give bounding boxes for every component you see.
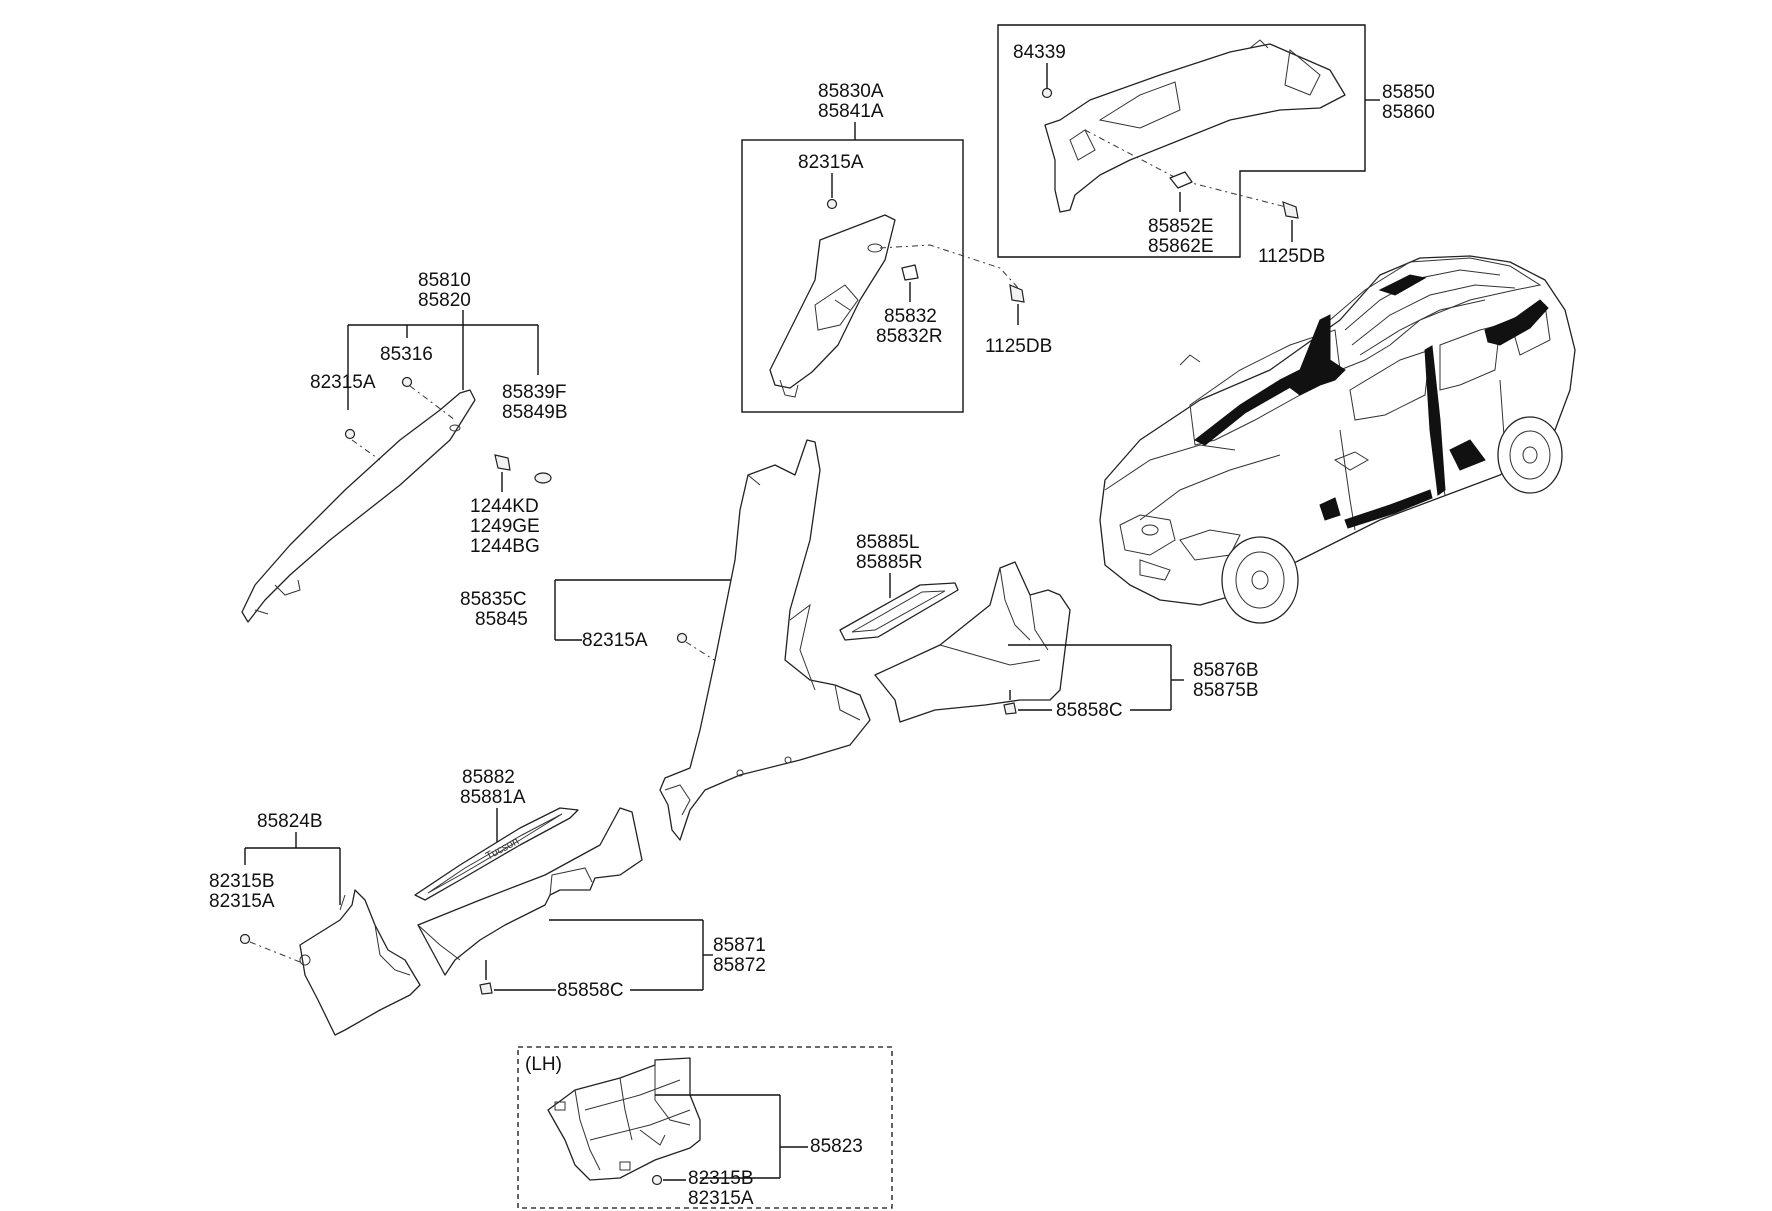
group-85830a: 85830A 85841A 82315A 85832 85832R 1125DB (741, 81, 1052, 413)
clip-85832-icon (901, 264, 919, 281)
label-85832R: 85832R (876, 326, 943, 347)
clip-84339-icon (1041, 87, 1053, 99)
label-85835C: 85835C (460, 589, 527, 610)
label-85872: 85872 (713, 955, 766, 976)
label-85824B: 85824B (257, 811, 323, 832)
label-LH: (LH) (525, 1054, 562, 1075)
group-85830a-box (741, 139, 964, 413)
screw-1125db-a-icon (1282, 201, 1299, 219)
label-85850: 85850 (1382, 82, 1435, 103)
label-82315A-b: 82315A (798, 152, 864, 173)
group-85871: 85871 85872 85858C (479, 919, 766, 1001)
label-85316: 85316 (380, 344, 433, 365)
group-85835c: 85835C 85845 82315A (460, 439, 871, 841)
label-1125DB-b: 1125DB (985, 336, 1052, 357)
clip-85852e-icon (1169, 171, 1193, 189)
label-85860: 85860 (1382, 102, 1435, 123)
label-85858C-b: 85858C (557, 980, 624, 1001)
vehicle-illustration (1099, 255, 1576, 624)
clip-85316-icon (401, 376, 413, 388)
clip-82315a-b-icon (826, 198, 838, 210)
label-82315A-a: 82315A (310, 372, 376, 393)
label-85885R: 85885R (856, 552, 923, 573)
label-85852E: 85852E (1148, 216, 1214, 237)
front-wheel (1221, 536, 1299, 624)
group-85882: 85882 85881A Tucson (414, 767, 643, 976)
label-82315B-b: 82315B (688, 1168, 754, 1189)
label-85845: 85845 (475, 609, 528, 630)
cowl-side-trim-part (299, 889, 421, 1036)
group-85876b: 85885L 85885R 85876B 85875B 85858C (839, 532, 1259, 723)
rear-scuff-trim-part (874, 561, 1071, 723)
label-85832: 85832 (884, 306, 937, 327)
label-85858C-a: 85858C (1056, 700, 1123, 721)
group-85850-box (997, 24, 1366, 258)
rear-wheel (1497, 416, 1563, 494)
label-85876B: 85876B (1193, 660, 1259, 681)
label-85885L: 85885L (856, 532, 919, 553)
front-scuff-trim-part (417, 807, 643, 976)
label-85830A: 85830A (818, 81, 884, 102)
label-1244KD: 1244KD (470, 496, 539, 517)
label-1249GE: 1249GE (470, 516, 540, 537)
clip-82315a-a-icon (344, 428, 356, 440)
highlight-roof-top (1378, 274, 1427, 296)
group-85810: 85810 85820 85316 82315A 85839F 85849B 1… (241, 270, 568, 623)
label-82315A-e: 82315A (688, 1188, 754, 1209)
label-85871: 85871 (713, 935, 766, 956)
label-82315B-a: 82315B (209, 871, 275, 892)
highlight-sill (1344, 489, 1433, 529)
label-85882: 85882 (462, 767, 515, 788)
rear-pillar-trim-part (1044, 43, 1346, 213)
clip-85858c-a-icon (1003, 702, 1017, 715)
clip-82315a-c-icon (676, 632, 688, 644)
lower-cover-part (547, 1057, 701, 1181)
label-85881A: 85881A (460, 787, 526, 808)
clip-82315a-e-icon (651, 1174, 663, 1186)
highlight-rear-sill (1449, 439, 1486, 471)
label-85841A: 85841A (818, 101, 884, 122)
label-85839F: 85839F (502, 382, 566, 403)
label-85820: 85820 (418, 290, 471, 311)
label-85862E: 85862E (1148, 236, 1214, 257)
label-84339: 84339 (1013, 42, 1066, 63)
screw-1244kd-icon (494, 454, 511, 471)
center-pillar-lower-part (659, 439, 871, 841)
label-82315A-c: 82315A (582, 630, 648, 651)
cap-85839f-icon (534, 472, 552, 484)
group-85850: 85850 85860 84339 85852E 85862E 1125DB (997, 24, 1435, 267)
group-85823-box (517, 1046, 893, 1209)
label-85823: 85823 (810, 1136, 863, 1157)
group-85824b: 85824B 82315B 82315A (209, 811, 421, 1036)
label-85875B: 85875B (1193, 680, 1259, 701)
clip-85858c-b-icon (479, 982, 493, 995)
center-pillar-upper-part (769, 214, 896, 389)
group-85823: (LH) 85823 82315B 82315A (517, 1046, 893, 1209)
highlight-roof-rail (1279, 314, 1346, 396)
label-85849B: 85849B (502, 402, 568, 423)
label-1244BG: 1244BG (470, 536, 540, 557)
label-1125DB-a: 1125DB (1258, 246, 1325, 267)
highlight-b-pillar (1424, 345, 1446, 496)
screw-1125db-b-icon (1009, 284, 1025, 303)
rear-scuff-plate-part (839, 582, 959, 641)
highlight-cowl (1319, 497, 1341, 521)
label-82315A-d: 82315A (209, 891, 275, 912)
front-pillar-trim-part (241, 389, 476, 623)
highlight-rear-pillar (1484, 299, 1549, 346)
label-85810: 85810 (418, 270, 471, 291)
clip-82315a-d-icon (239, 933, 251, 945)
